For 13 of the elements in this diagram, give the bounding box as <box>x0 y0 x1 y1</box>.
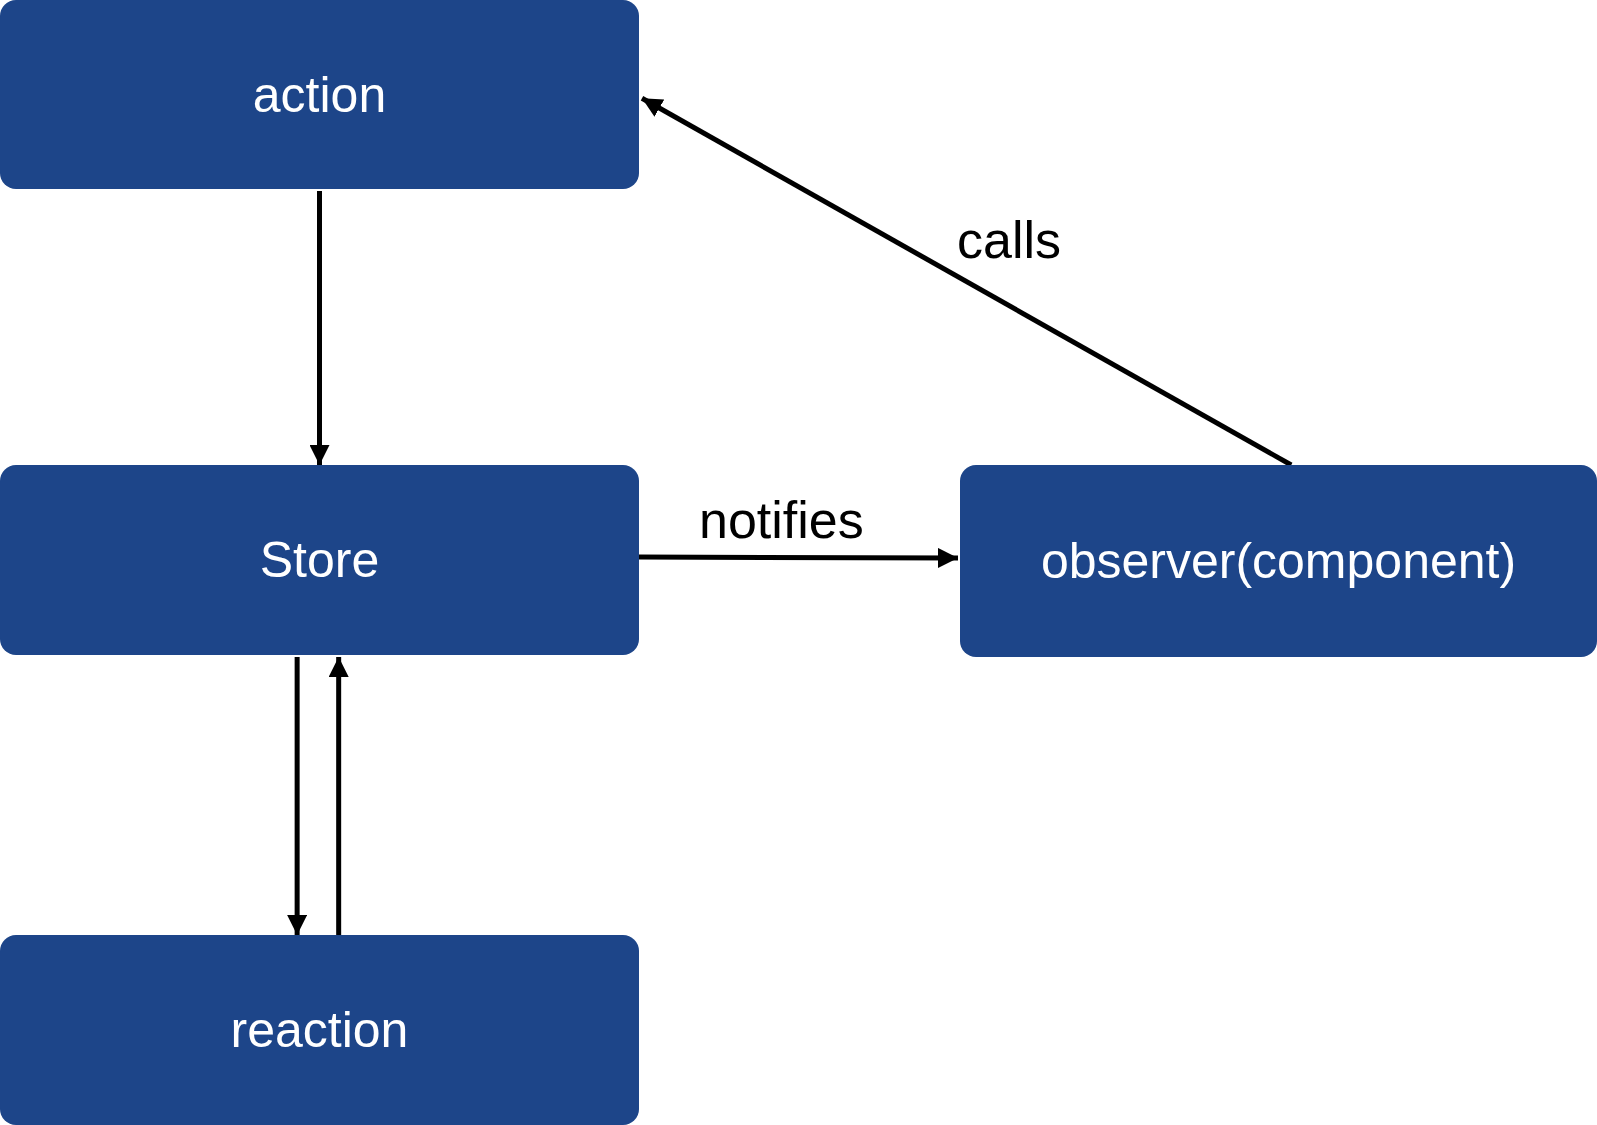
arrow <box>328 657 349 935</box>
process-box <box>960 465 1597 657</box>
process-box <box>0 935 639 1125</box>
arrow <box>640 96 1293 468</box>
arrow <box>287 657 308 935</box>
node-label: action <box>252 65 387 124</box>
arrow <box>309 191 330 465</box>
node-label: reaction <box>230 1001 409 1059</box>
node-label: observer(component) <box>1040 532 1517 590</box>
node-label: Store <box>259 531 380 589</box>
process-box <box>0 0 639 189</box>
arrow <box>639 547 958 568</box>
process-box <box>0 465 639 655</box>
